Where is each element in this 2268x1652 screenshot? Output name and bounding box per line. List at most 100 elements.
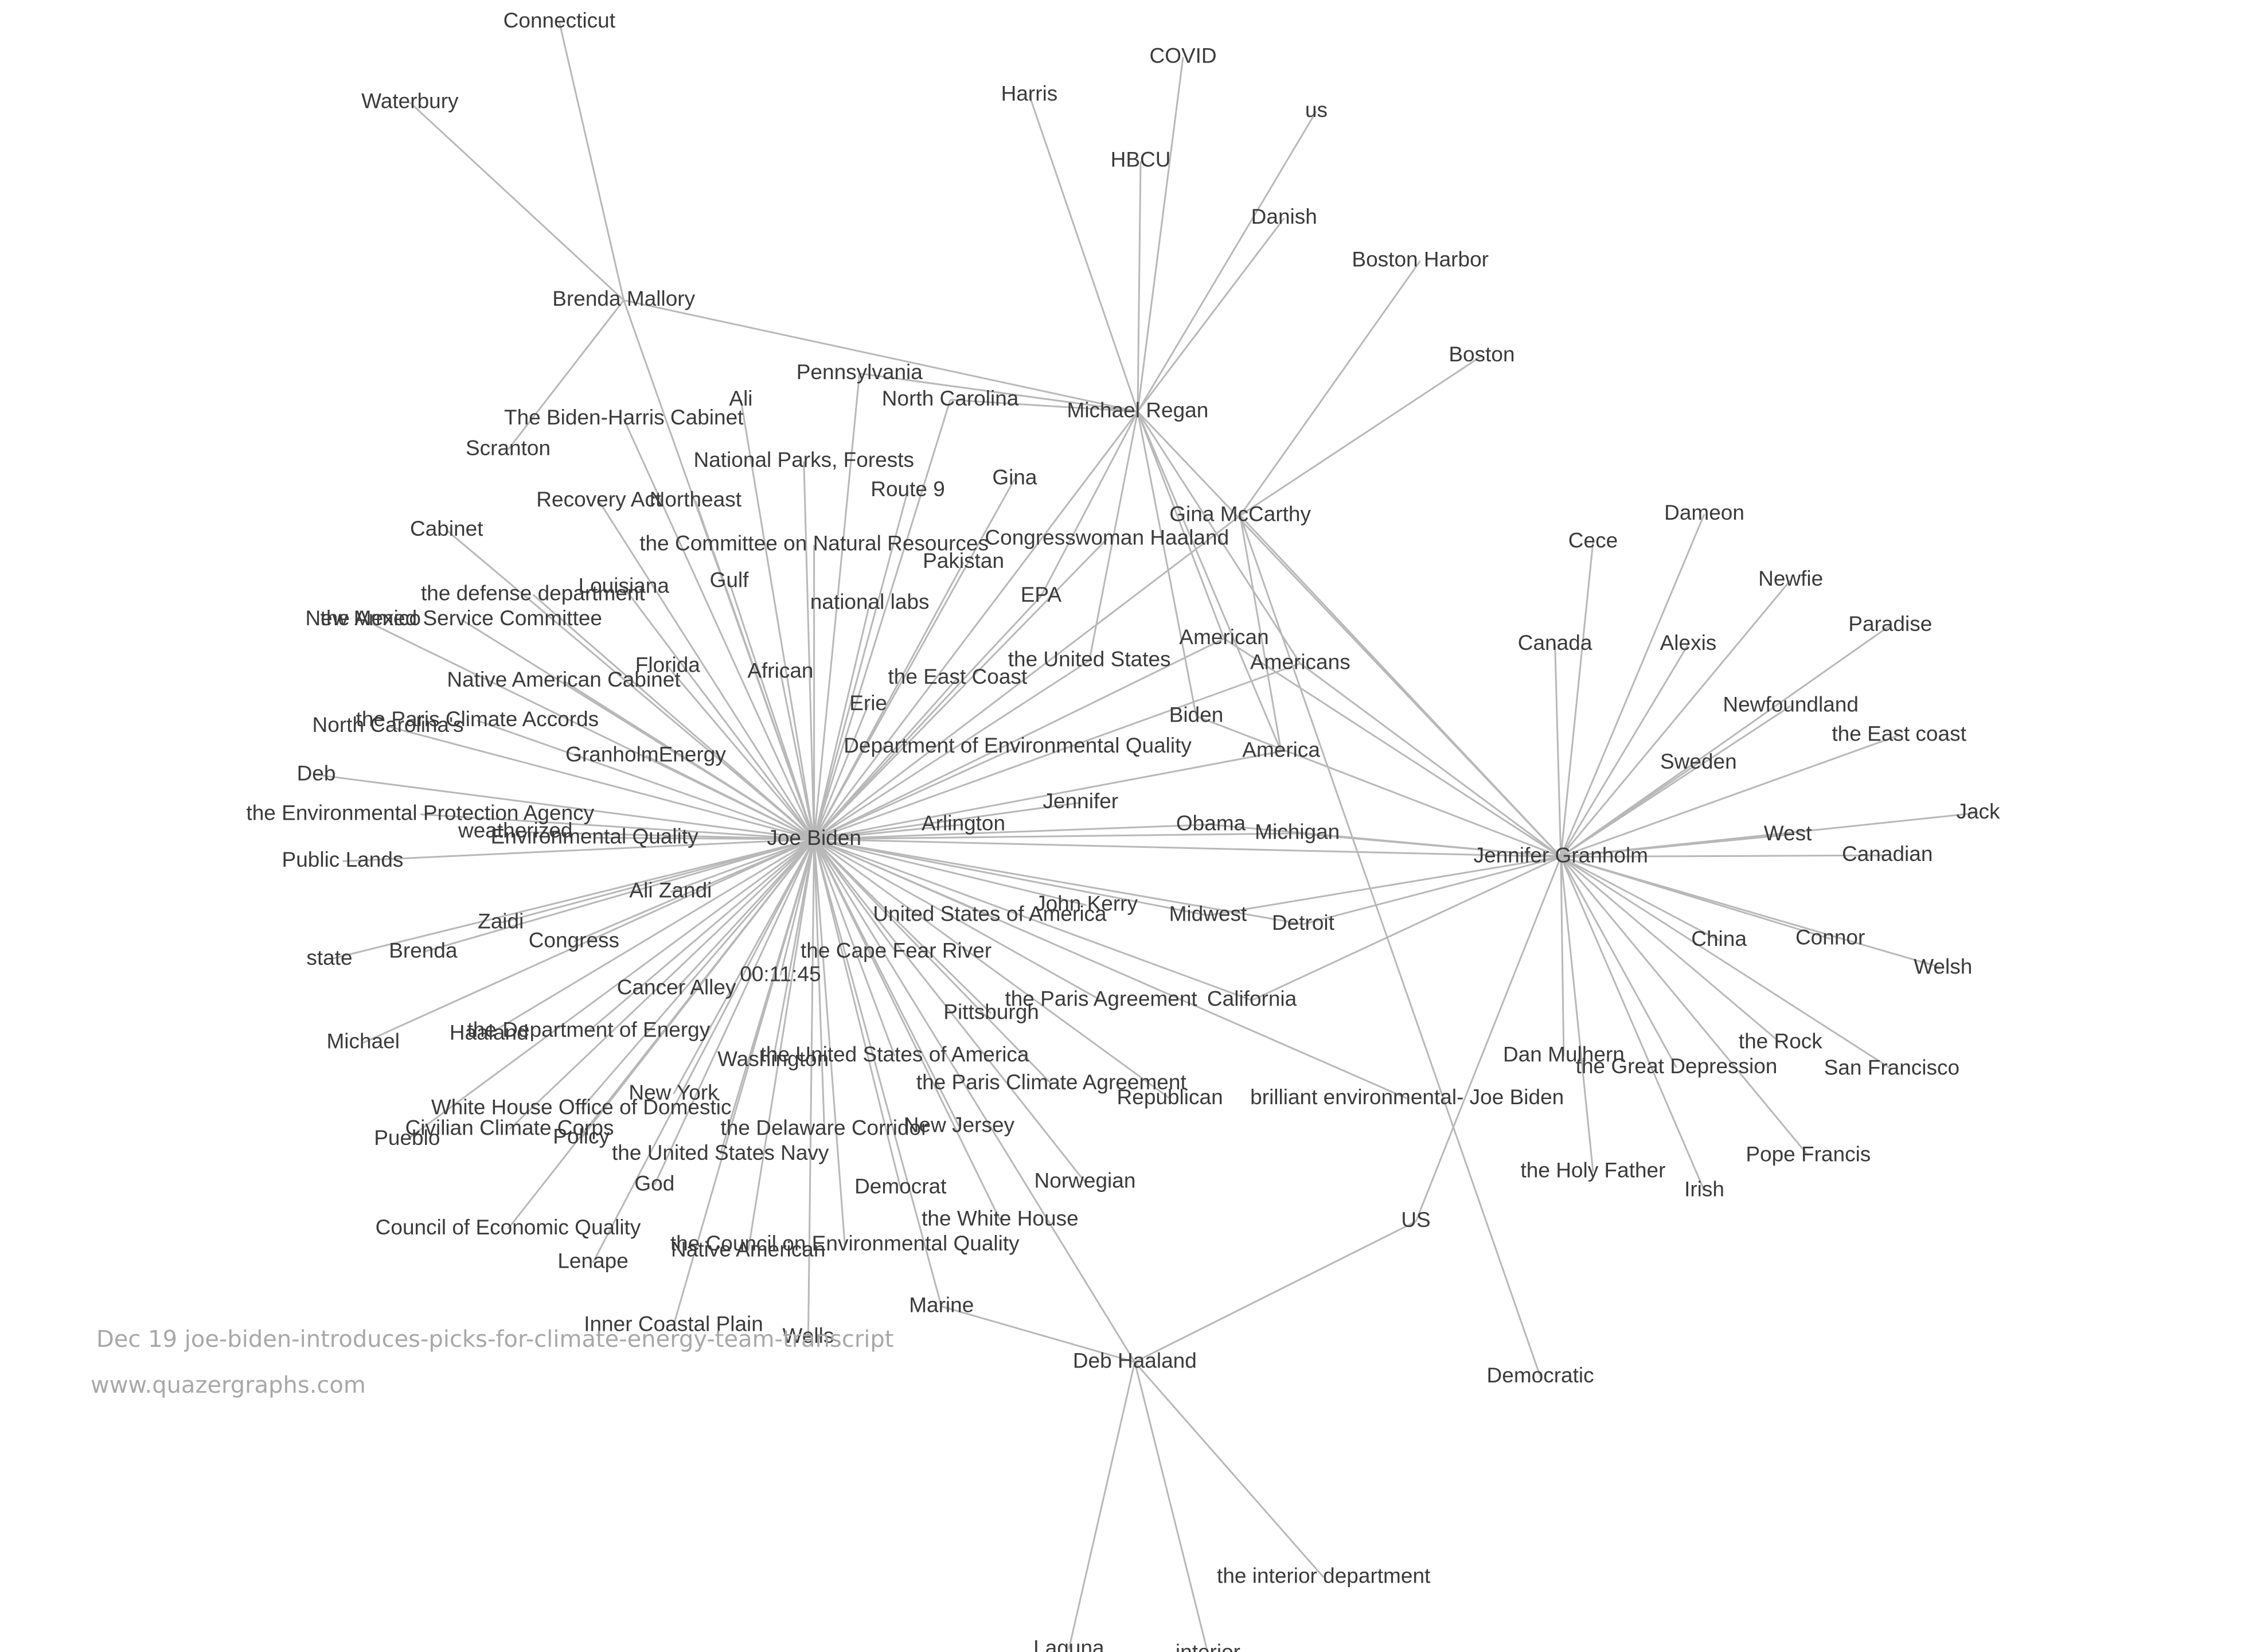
edge-mallory-n1 [558, 21, 625, 301]
node-label: United States of America [873, 902, 1107, 926]
edge-biden-n46 [342, 838, 814, 862]
edge-biden-n20 [813, 603, 871, 840]
edge-biden-n67 [813, 838, 1052, 1085]
node-label: Jack [1956, 800, 2000, 823]
edge-regan-n25 [1137, 411, 1301, 664]
edge-biden-n79 [813, 839, 901, 1189]
node-label: the defense department [421, 581, 646, 605]
edge-biden-n84 [747, 839, 815, 1251]
edge-granholm-n45 [1297, 832, 1561, 858]
node-label: the Holy Father [1521, 1158, 1666, 1182]
node-label: the Armed Service Committee [321, 606, 602, 630]
node-label: Inner Coastal Plain [584, 1312, 763, 1336]
edge-biden-n70 [673, 839, 815, 1095]
node-label: the United States [1008, 647, 1171, 671]
edge-biden-n40 [814, 801, 1081, 840]
node-label: Americans [1250, 650, 1350, 673]
node-label: Washington [717, 1047, 829, 1070]
edge-haaland-n92 [1068, 1362, 1136, 1650]
node-label: Connecticut [503, 9, 616, 32]
node-label: Irish [1684, 1178, 1724, 1201]
edge-biden-n58 [676, 839, 815, 989]
edge-granholm-n51 [1303, 856, 1562, 925]
edge-biden-n28 [779, 672, 815, 840]
node-label: Native American [671, 1237, 825, 1261]
edge-biden-n31 [813, 704, 869, 840]
node-label: John Kerry [1035, 892, 1138, 915]
node-label: the White House [922, 1207, 1079, 1230]
node-label: the Delaware Corridor [721, 1116, 928, 1139]
node-label: Jennifer [1043, 789, 1119, 813]
edge-granholm-n111 [1560, 833, 1788, 858]
edge-mallory-n4 [507, 299, 624, 450]
edge-mccarthy-n100 [1239, 355, 1482, 517]
edge-granholm-n119 [1560, 856, 1892, 1070]
node-label: China [1691, 927, 1747, 950]
hub-node-regan: Michael Regan [1067, 398, 1209, 422]
node-label: the United States Navy [612, 1141, 829, 1164]
node-label: Dameon [1664, 501, 1744, 524]
graph-caption-title: Dec 19 joe-biden-introduces-picks-for-cl… [96, 1326, 894, 1353]
node-label: Gina [992, 466, 1037, 489]
node-label: the Great Depression [1576, 1054, 1778, 1078]
edge-biden-n47 [670, 838, 815, 893]
node-label: Michigan [1255, 820, 1340, 844]
edge-granholm-n113 [1560, 856, 1720, 941]
node-label: Deb [297, 761, 336, 785]
node-label: Environmental Quality [491, 824, 698, 848]
edge-granholm-n109 [1560, 762, 1699, 858]
edge-granholm-n105 [1554, 644, 1562, 857]
edge-biden-n52 [500, 838, 815, 924]
node-label: Newfie [1758, 567, 1823, 590]
edge-biden-n24 [813, 637, 1225, 840]
edge-biden-n66 [813, 839, 896, 1057]
edge-biden-n43 [814, 824, 964, 840]
edge-biden-n68 [813, 838, 1170, 1100]
edge-biden-n29 [563, 680, 815, 840]
edge-granholm-n50 [1208, 856, 1562, 917]
edge-granholm-n122 [1560, 856, 1705, 1191]
node-label: Pennsylvania [797, 360, 923, 384]
node-label: Route 9 [870, 477, 945, 501]
node-label: the Council on Environmental Quality [670, 1232, 1020, 1255]
edge-regan-n96 [1137, 111, 1317, 412]
node-label: the Rock [1739, 1030, 1823, 1053]
node-label: Ali Zandi [629, 879, 712, 902]
node-label: African [747, 659, 813, 683]
edge-biden-n73 [406, 838, 815, 1140]
edge-regan-n94 [1137, 57, 1184, 412]
node-label: Canadian [1842, 842, 1933, 866]
edge-biden-n61 [813, 838, 992, 1014]
node-label: Marine [909, 1293, 974, 1316]
node-label: Pueblo [374, 1126, 440, 1150]
node-label: Wells [783, 1324, 834, 1347]
edge-biden-n48 [814, 838, 1087, 906]
edge-biden-n30 [813, 677, 958, 840]
edge-biden-n80 [813, 839, 1086, 1183]
edge-biden-n18 [623, 586, 815, 840]
node-label: North Carolina's [313, 713, 464, 737]
edge-biden-n35 [814, 750, 1282, 840]
node-label: Michael [326, 1030, 400, 1053]
node-label: the Committee on Natural Resources [639, 532, 989, 555]
node-label: national labs [810, 590, 930, 614]
node-label: state [306, 946, 352, 969]
edge-biden-n36 [814, 746, 1018, 840]
edge-granholm-n104 [1560, 625, 1891, 858]
node-label: San Francisco [1824, 1056, 1960, 1080]
edge-biden-n51 [814, 838, 1303, 925]
node-label: the Paris Climate Accords [356, 707, 599, 731]
edge-biden-n63 [489, 838, 815, 1035]
node-label: Cabinet [410, 517, 483, 540]
node-label: American [1179, 625, 1268, 649]
edge-regan-n32 [1137, 411, 1197, 716]
node-label: Boston [1449, 342, 1514, 366]
edge-mallory-n2 [409, 102, 624, 301]
edge-biden-haaland [813, 839, 1136, 1363]
edge-biden-mccarthy [813, 515, 1241, 840]
edge-haaland-n89 [1134, 1221, 1416, 1363]
edge-mccarthy-granholm [1239, 515, 1562, 858]
node-label: GranholmEnergy [565, 742, 726, 766]
edge-granholm-n115 [1560, 856, 1943, 969]
